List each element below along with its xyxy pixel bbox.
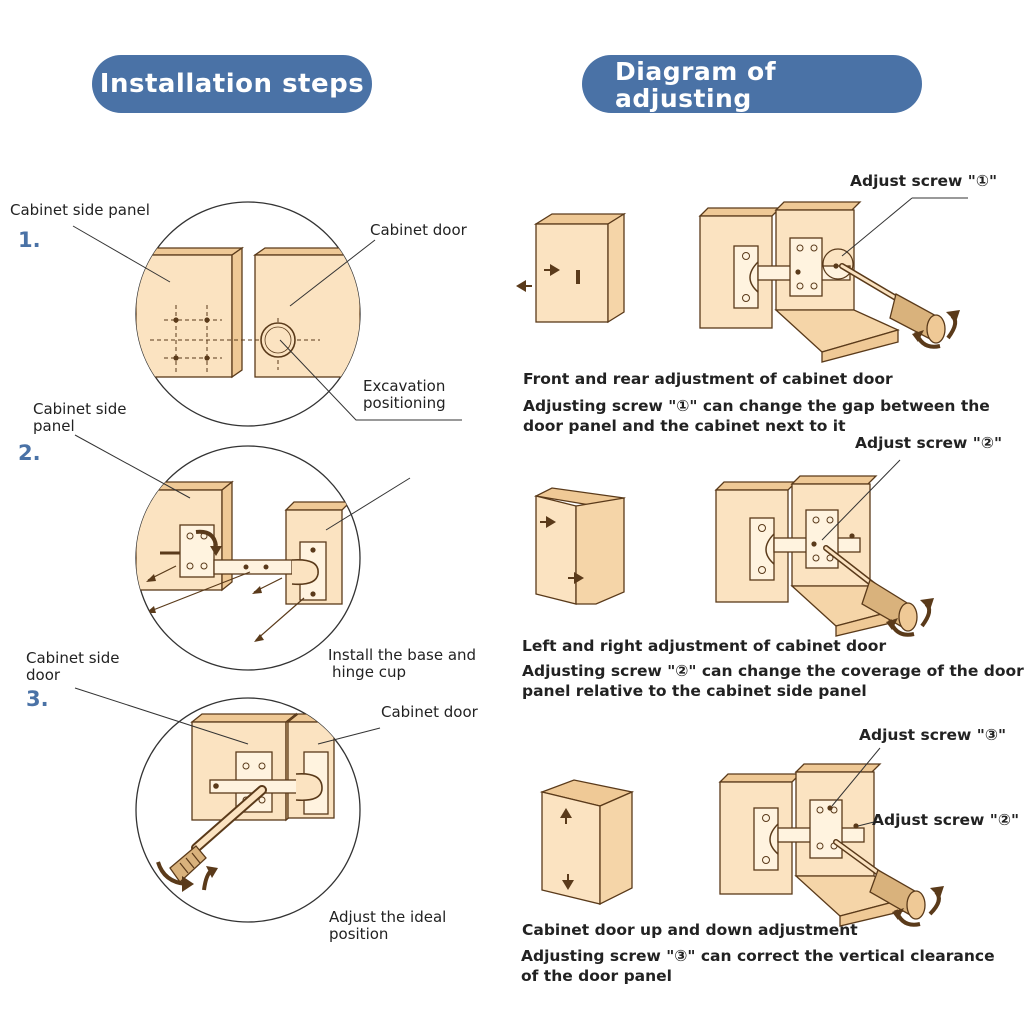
adjust2-title: Left and right adjustment of cabinet doo… xyxy=(522,636,886,656)
adjust3-desc-line2: of the door panel xyxy=(521,966,672,986)
step3-number: 3. xyxy=(26,687,49,711)
adjust1-desc-line2: door panel and the cabinet next to it xyxy=(523,416,846,436)
adjust2-desc-line2: panel relative to the cabinet side panel xyxy=(522,681,867,701)
step1-excavation-label-line1: Excavation xyxy=(363,378,445,395)
installation-steps-title: Installation steps xyxy=(100,69,364,99)
adjust2-desc-line1: Adjusting screw "②" can change the cover… xyxy=(522,661,1024,681)
step3-side-door-label-line2: door xyxy=(26,667,60,684)
adjust2-screw-label: Adjust screw "②" xyxy=(855,434,1002,452)
step3-door-label: Cabinet door xyxy=(381,704,478,721)
step3-ideal-label-line2: position xyxy=(329,926,388,943)
step2-side-panel-label-line2: panel xyxy=(33,418,75,435)
adjust1-illustration xyxy=(516,198,968,362)
step1-number: 1. xyxy=(18,228,41,252)
step1-door-label: Cabinet door xyxy=(370,222,467,239)
adjusting-diagram-title-line1: Diagram of adjusting xyxy=(615,58,922,112)
step2-install-label-line2: hinge cup xyxy=(332,664,406,681)
adjust1-screw-label: Adjust screw "①" xyxy=(850,172,997,190)
adjust3-illustration xyxy=(542,748,944,926)
step3-ideal-label-line1: Adjust the ideal xyxy=(329,909,446,926)
step2-install-label-line1: Install the base and xyxy=(328,647,476,664)
adjusting-diagram-header: Diagram of adjusting cabinet door xyxy=(582,55,922,113)
step2-number: 2. xyxy=(18,441,41,465)
adjusting-diagram-title-line2: cabinet door xyxy=(615,112,922,139)
adjust3-desc-line1: Adjusting screw "③" can correct the vert… xyxy=(521,946,995,966)
step3-illustration xyxy=(75,688,380,922)
step1-side-panel-label: Cabinet side panel xyxy=(10,202,150,219)
adjust2-illustration xyxy=(536,460,934,636)
adjust1-title: Front and rear adjustment of cabinet doo… xyxy=(523,369,893,389)
installation-steps-header: Installation steps xyxy=(92,55,372,113)
adjust3-screw2-label: Adjust screw "②" xyxy=(872,811,1019,829)
step3-side-door-label-line1: Cabinet side xyxy=(26,650,119,667)
step1-excavation-label-line2: positioning xyxy=(363,395,446,412)
adjust3-title: Cabinet door up and down adjustment xyxy=(522,920,858,940)
adjust3-screw3-label: Adjust screw "③" xyxy=(859,726,1006,744)
adjust1-desc-line1: Adjusting screw "①" can change the gap b… xyxy=(523,396,990,416)
step2-illustration xyxy=(75,435,410,670)
step2-side-panel-label-line1: Cabinet side xyxy=(33,401,126,418)
